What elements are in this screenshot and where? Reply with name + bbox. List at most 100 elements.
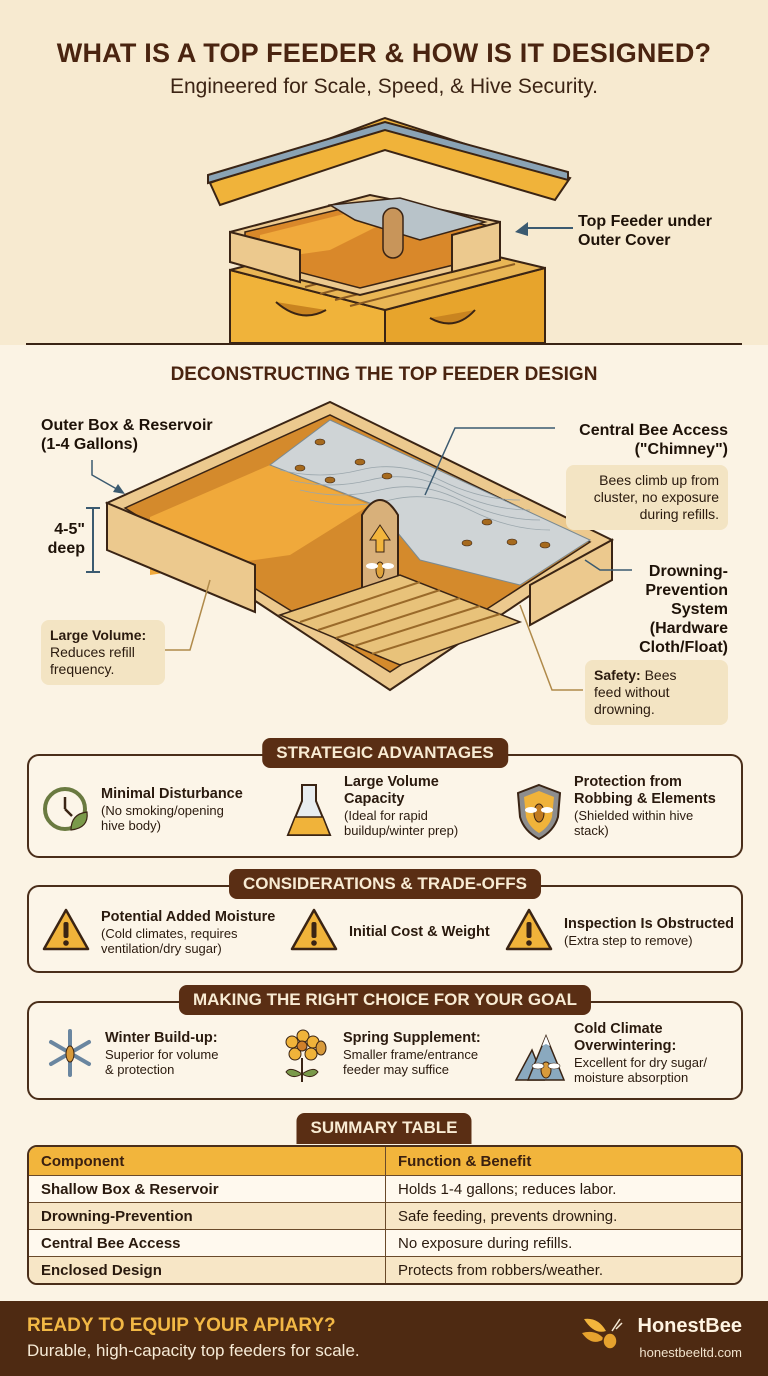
table-row: Drowning-Prevention Safe feeding, preven…: [29, 1202, 741, 1229]
item-desc: feeder may suffice: [343, 1061, 449, 1077]
choice-heading: MAKING THE RIGHT CHOICE FOR YOUR GOAL: [178, 985, 592, 1015]
table-cell: Protects from robbers/weather.: [386, 1256, 741, 1283]
table-row: Enclosed Design Protects from robbers/we…: [29, 1256, 741, 1283]
item-desc: Smaller frame/entrance: [343, 1046, 479, 1062]
table-row: Central Bee Access No exposure during re…: [29, 1229, 741, 1256]
item-desc: ventilation/dry sugar): [101, 940, 222, 956]
table-cell: Drowning-Prevention: [29, 1202, 386, 1229]
drowning-prevention-callout: Drowning- Prevention System (Hardware Cl…: [600, 562, 728, 657]
mountain-bee-icon: [514, 1028, 566, 1081]
consideration-item: Inspection Is Obstructed (Extra step to …: [504, 907, 734, 957]
note-label: Large Volume:: [50, 627, 147, 643]
item-desc: stack): [574, 823, 609, 838]
depth-callout: 4-5" deep: [30, 520, 85, 558]
table-row: Shallow Box & Reservoir Holds 1-4 gallon…: [29, 1175, 741, 1202]
choice-item: Cold Climate Overwintering: Excellent fo…: [514, 1021, 707, 1085]
item-title: Overwintering:: [574, 1038, 677, 1054]
footer-cta[interactable]: READY TO EQUIP YOUR APIARY?: [27, 1315, 336, 1336]
item-title: Robbing & Elements: [574, 791, 716, 807]
note-line: frequency.: [50, 661, 115, 677]
table-cell: Enclosed Design: [29, 1256, 386, 1283]
outer-box-callout: Outer Box & Reservoir (1-4 Gallons): [41, 416, 213, 454]
warning-icon: [289, 907, 339, 957]
callout-line: ("Chimney"): [634, 441, 728, 458]
item-title: Inspection Is Obstructed: [564, 916, 734, 932]
choice-panel: MAKING THE RIGHT CHOICE FOR YOUR GOAL Wi…: [27, 985, 743, 1100]
item-title: Minimal Disturbance: [101, 785, 243, 802]
warning-icon: [504, 907, 554, 957]
note-line: feed without: [594, 684, 670, 700]
table-cell: No exposure during refills.: [386, 1229, 741, 1256]
note-line: cluster, no exposure: [593, 489, 719, 505]
note-line: Bees: [640, 667, 677, 683]
shield-bee-icon: [514, 781, 564, 841]
item-desc: & protection: [105, 1061, 175, 1077]
warning-icon: [41, 907, 91, 957]
advantages-panel: STRATEGIC ADVANTAGES Minimal Disturbance…: [27, 738, 743, 858]
callout-line: 4-5": [54, 521, 85, 538]
item-desc: (Shielded within hive: [574, 808, 694, 823]
table-cell: Central Bee Access: [29, 1229, 386, 1256]
choice-item: Winter Build-up: Superior for volume & p…: [45, 1028, 218, 1078]
item-title: Protection from: [574, 774, 682, 790]
snowflake-bee-icon: [45, 1028, 95, 1078]
ground-divider: [26, 343, 742, 345]
advantage-item: Minimal Disturbance (No smoking/opening …: [41, 784, 243, 834]
callout-line: (1-4 Gallons): [41, 436, 138, 453]
item-desc: Excellent for dry sugar/: [574, 1055, 707, 1070]
clock-leaf-icon: [41, 784, 91, 834]
callout-line: Central Bee Access: [579, 422, 728, 439]
footer-banner: READY TO EQUIP YOUR APIARY? Durable, hig…: [0, 1301, 768, 1376]
item-desc: (Cold climates, requires: [101, 925, 238, 941]
item-desc: (Extra step to remove): [564, 933, 693, 948]
advantages-heading: STRATEGIC ADVANTAGES: [262, 738, 508, 768]
callout-line: deep: [47, 540, 85, 557]
callout-line: Outer Cover: [578, 232, 671, 249]
item-desc: (Ideal for rapid: [344, 808, 428, 823]
table-cell: Holds 1-4 gallons; reduces labor.: [386, 1175, 741, 1202]
note-label: Safety:: [594, 667, 641, 683]
summary-table: Component Function & Benefit Shallow Box…: [27, 1145, 743, 1285]
item-desc: (No smoking/opening: [101, 802, 224, 818]
note-line: Bees climb up from: [599, 472, 719, 488]
item-title: Potential Added Moisture: [101, 908, 276, 925]
item-title: Large Volume: [344, 774, 439, 790]
table-header-row: Component Function & Benefit: [29, 1147, 741, 1175]
note-line: during refills.: [639, 506, 719, 522]
callout-line: System: [671, 601, 728, 618]
chimney-callout: Central Bee Access ("Chimney"): [520, 421, 728, 459]
top-feeder-cutaway-diagram: [86, 400, 632, 692]
item-title: Spring Supplement:: [343, 1029, 481, 1046]
page-subtitle: Engineered for Scale, Speed, & Hive Secu…: [169, 75, 598, 98]
large-volume-note: Large Volume: Reduces refill frequency.: [41, 620, 165, 685]
table-cell: Shallow Box & Reservoir: [29, 1175, 386, 1202]
diagram-heading: DECONSTRUCTING THE TOP FEEDER DESIGN: [170, 364, 598, 385]
considerations-heading: CONSIDERATIONS & TRADE-OFFS: [229, 869, 541, 899]
item-desc: buildup/winter prep): [344, 823, 459, 838]
brand-url[interactable]: honestbeeltd.com: [639, 1345, 742, 1360]
consideration-item: Initial Cost & Weight: [289, 907, 490, 957]
callout-line: Outer Box & Reservoir: [41, 417, 213, 434]
flask-icon: [284, 781, 334, 836]
callout-line: Top Feeder under: [578, 213, 712, 230]
top-feeder-callout: Top Feeder under Outer Cover: [578, 212, 712, 250]
choice-item: Spring Supplement: Smaller frame/entranc…: [283, 1028, 481, 1082]
item-desc: moisture absorption: [574, 1070, 689, 1085]
item-title: Cold Climate: [574, 1021, 663, 1037]
item-desc: Superior for volume: [105, 1046, 219, 1062]
note-line: Reduces refill: [50, 644, 135, 660]
page-title: WHAT IS A TOP FEEDER & HOW IS IT DESIGNE…: [56, 38, 712, 68]
note-line: drowning.: [594, 701, 655, 717]
flower-bee-icon: [283, 1028, 333, 1082]
advantage-item: Large Volume Capacity (Ideal for rapid b…: [284, 774, 458, 838]
summary-heading: SUMMARY TABLE: [296, 1113, 472, 1144]
safety-note: Safety: Bees feed without drowning.: [585, 660, 728, 725]
item-title: Winter Build-up:: [105, 1029, 218, 1046]
footer-subtext: Durable, high-capacity top feeders for s…: [27, 1341, 360, 1360]
callout-line: (Hardware: [649, 620, 728, 637]
hive-with-top-feeder-illustration: [207, 116, 573, 344]
brand-name[interactable]: HonestBee: [637, 1315, 742, 1337]
callout-line: Drowning-: [648, 563, 728, 580]
chimney-note: Bees climb up from cluster, no exposure …: [566, 465, 728, 530]
column-header: Component: [29, 1147, 386, 1175]
